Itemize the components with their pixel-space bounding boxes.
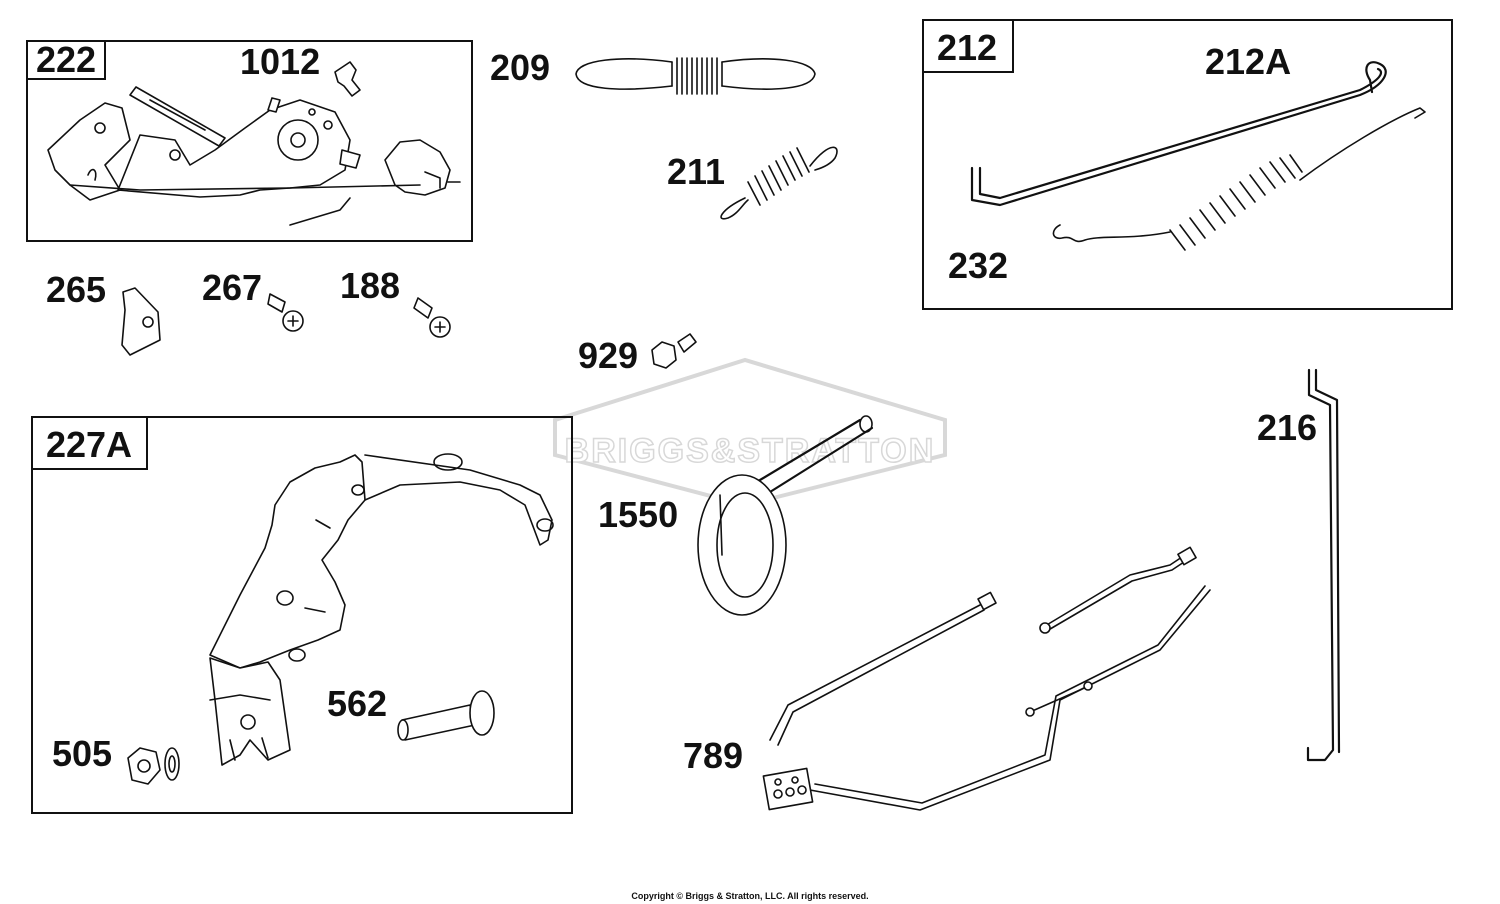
governor-link-212A bbox=[970, 61, 1387, 207]
box-label-212: 212 bbox=[937, 27, 997, 68]
part-label-209: 209 bbox=[490, 47, 550, 88]
pin-562 bbox=[397, 690, 495, 741]
spring-209 bbox=[575, 57, 816, 95]
screw-267 bbox=[267, 293, 304, 332]
nut-washer-505 bbox=[127, 747, 180, 785]
brand-watermark: BRIGGS&STRATTON bbox=[553, 357, 947, 508]
clip-part-1012 bbox=[334, 61, 361, 97]
copyright-notice: Copyright © Briggs & Stratton, LLC. All … bbox=[631, 891, 868, 901]
watermark-text: BRIGGS&STRATTON bbox=[565, 432, 936, 470]
box-212: 212 bbox=[922, 19, 1453, 310]
box-label-227A: 227A bbox=[46, 424, 132, 465]
screw-188 bbox=[413, 297, 451, 338]
wire-harness-789 bbox=[762, 546, 1211, 811]
part-label-562: 562 bbox=[327, 683, 387, 724]
part-label-789: 789 bbox=[683, 735, 743, 776]
part-label-232: 232 bbox=[948, 245, 1008, 286]
bracket-265 bbox=[121, 287, 161, 356]
part-label-267: 267 bbox=[202, 267, 262, 308]
coil-1550 bbox=[697, 415, 874, 616]
part-label-188: 188 bbox=[340, 265, 400, 306]
spring-211 bbox=[720, 146, 838, 220]
part-label-211: 211 bbox=[667, 151, 725, 192]
screw-929 bbox=[651, 333, 697, 369]
part-label-212A: 212A bbox=[1205, 41, 1291, 82]
control-bracket-227A bbox=[209, 453, 554, 766]
governor-spring-232 bbox=[1052, 107, 1426, 251]
rod-216 bbox=[1306, 368, 1341, 762]
governor-control-part bbox=[47, 86, 461, 226]
box-222: 222 bbox=[26, 39, 473, 242]
part-label-1550: 1550 bbox=[598, 494, 678, 535]
part-label-1012: 1012 bbox=[240, 41, 320, 82]
part-label-216: 216 bbox=[1257, 407, 1317, 448]
part-label-929: 929 bbox=[578, 335, 638, 376]
part-label-265: 265 bbox=[46, 269, 106, 310]
box-label-222: 222 bbox=[36, 39, 96, 80]
box-227A: 227A bbox=[31, 416, 573, 814]
part-label-505: 505 bbox=[52, 733, 112, 774]
